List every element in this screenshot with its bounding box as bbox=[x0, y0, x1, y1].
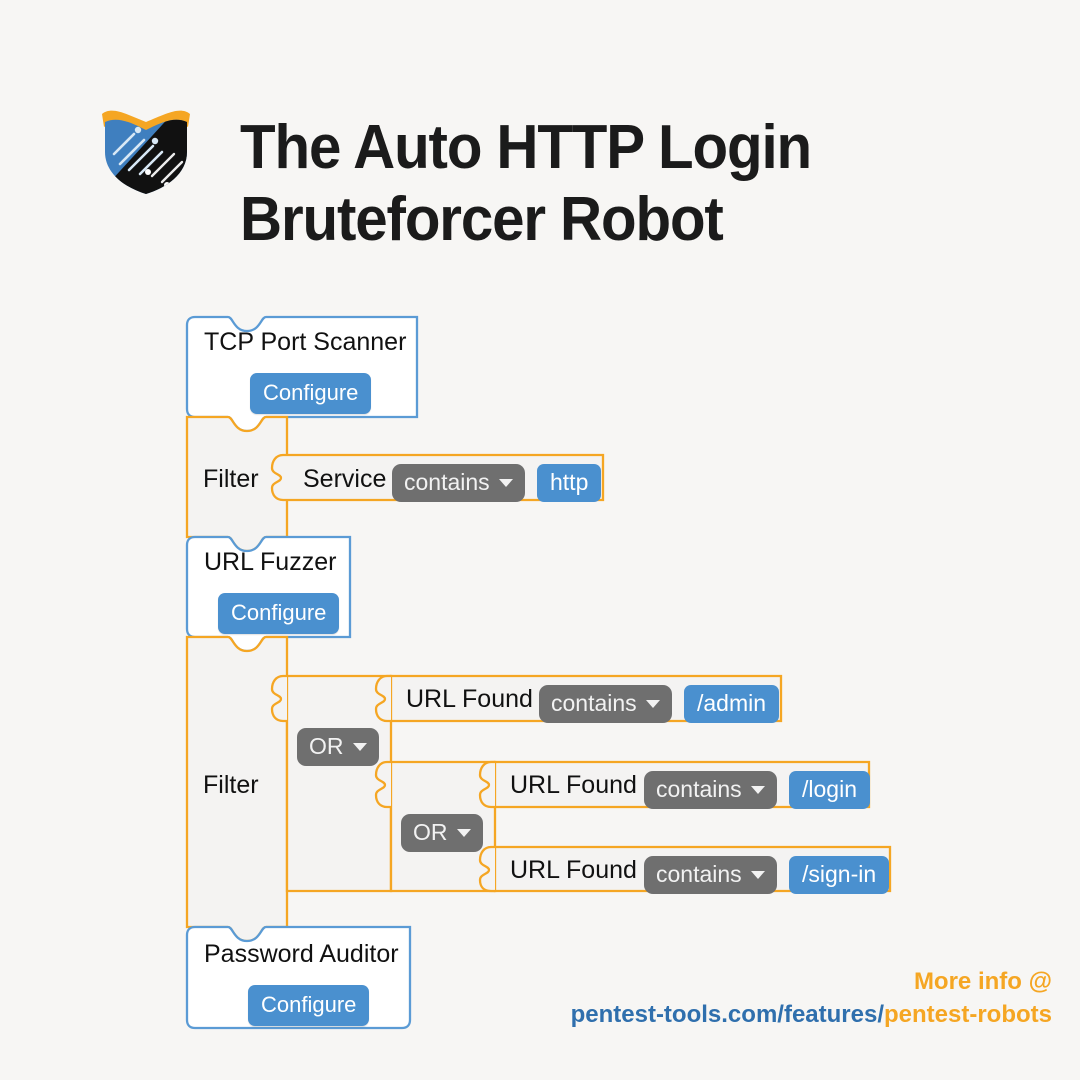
chevron-down-icon bbox=[498, 478, 513, 487]
filter-1-field-service: Service bbox=[303, 465, 387, 493]
or-group-outer-connector-icon bbox=[270, 674, 287, 723]
shield-logo-icon bbox=[98, 100, 194, 196]
footer-url-prefix: pentest-tools.com/features/ bbox=[570, 1001, 884, 1028]
chevron-down-icon bbox=[645, 699, 660, 708]
condition-login-connector-icon bbox=[478, 760, 495, 809]
page-title-line-1: The Auto HTTP Login bbox=[240, 113, 812, 182]
password-auditor-label: Password Auditor bbox=[204, 940, 399, 968]
condition-login-value[interactable]: /login bbox=[789, 771, 870, 809]
condition-admin-operator-label: contains bbox=[551, 690, 637, 716]
filter-2-or-operator-2-dropdown[interactable]: OR bbox=[401, 814, 483, 852]
footer: More info @ pentest-tools.com/features/p… bbox=[412, 968, 1052, 1029]
password-auditor-configure-button[interactable]: Configure bbox=[248, 985, 370, 1026]
header: The Auto HTTP Login Bruteforcer Robot bbox=[0, 0, 1080, 290]
chevron-down-icon bbox=[750, 785, 765, 794]
chevron-down-icon bbox=[750, 870, 765, 879]
filter-1-operator-dropdown[interactable]: contains bbox=[392, 464, 525, 502]
footer-url-highlight: pentest-robots bbox=[884, 1001, 1052, 1028]
tcp-port-scanner-label: TCP Port Scanner bbox=[204, 328, 407, 356]
condition-signin-operator-dropdown[interactable]: contains bbox=[644, 856, 777, 894]
condition-signin-field: URL Found bbox=[510, 856, 637, 884]
more-info-label: More info @ bbox=[913, 968, 1052, 995]
condition-admin-operator-dropdown[interactable]: contains bbox=[539, 685, 672, 723]
condition-login-operator-dropdown[interactable]: contains bbox=[644, 771, 777, 809]
filter-2-or-operator-1-label: OR bbox=[309, 733, 344, 759]
condition-admin-value[interactable]: /admin bbox=[684, 685, 780, 723]
page-title: The Auto HTTP Login Bruteforcer Robot bbox=[240, 112, 954, 256]
filter-1-condition-connector-icon bbox=[270, 453, 287, 502]
chevron-down-icon bbox=[456, 828, 471, 837]
condition-admin-connector-icon bbox=[374, 674, 391, 723]
condition-login-field: URL Found bbox=[510, 771, 637, 799]
url-fuzzer-configure-button[interactable]: Configure bbox=[218, 593, 340, 634]
condition-signin-value[interactable]: /sign-in bbox=[789, 856, 890, 894]
url-fuzzer-label: URL Fuzzer bbox=[204, 548, 337, 576]
filter-1-label: Filter bbox=[203, 465, 259, 493]
filter-1-operator-label: contains bbox=[404, 469, 490, 495]
filter-2-or-operator-2-label: OR bbox=[413, 819, 448, 845]
footer-url[interactable]: pentest-tools.com/features/pentest-robot… bbox=[412, 1001, 1052, 1029]
condition-admin-field: URL Found bbox=[406, 685, 533, 713]
tcp-port-scanner-configure-button[interactable]: Configure bbox=[250, 373, 372, 414]
filter-1-value-http[interactable]: http bbox=[537, 464, 602, 502]
condition-login-operator-label: contains bbox=[656, 776, 742, 802]
or-group-inner-connector-icon bbox=[374, 760, 391, 809]
condition-signin-operator-label: contains bbox=[656, 861, 742, 887]
page-title-line-2: Bruteforcer Robot bbox=[240, 185, 724, 254]
filter-2-label: Filter bbox=[203, 771, 259, 799]
filter-2-or-operator-1-dropdown[interactable]: OR bbox=[297, 728, 379, 766]
condition-signin-connector-icon bbox=[478, 845, 495, 893]
chevron-down-icon bbox=[352, 742, 367, 751]
